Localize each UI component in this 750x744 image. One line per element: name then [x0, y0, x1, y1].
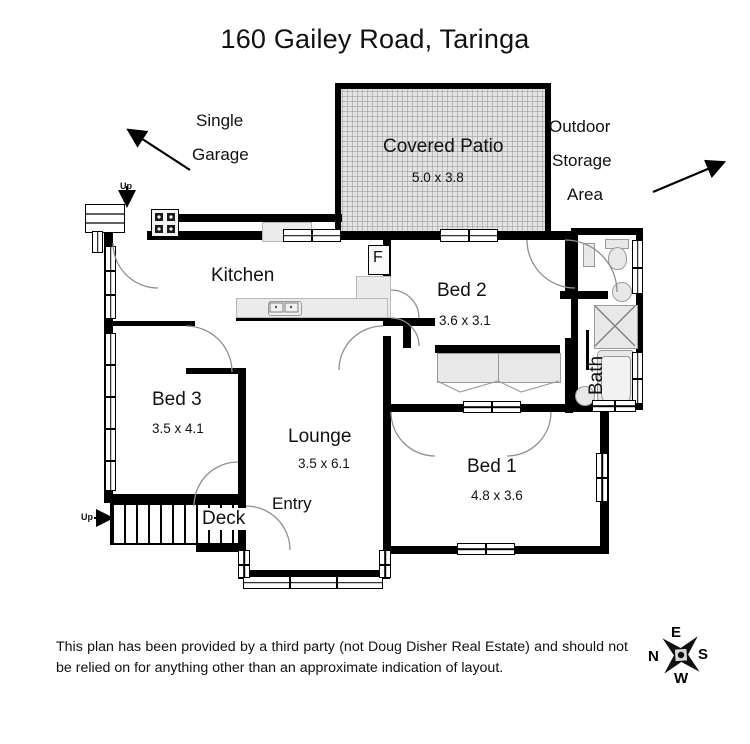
room-dim-bed1: 4.8 x 3.6 [471, 488, 523, 503]
room-label-bed2: Bed 2 [437, 280, 487, 301]
compass-label-n: N [648, 648, 659, 665]
room-dim-covered-patio: 5.0 x 3.8 [412, 170, 464, 185]
covered-patio-area [337, 85, 549, 237]
disclaimer-text: This plan has been provided by a third p… [56, 639, 628, 676]
room-label-deck: Deck [200, 508, 248, 530]
window-lounge-south-mullion-2 [336, 576, 338, 589]
wall-kitchen-bed3-divider [113, 321, 195, 326]
toilet-bowl [608, 247, 627, 270]
patio-wall-right [545, 83, 551, 239]
kitchen-sink [268, 301, 302, 316]
basin-upper [612, 282, 632, 302]
towel-rail [583, 243, 595, 267]
compass-label-w: W [674, 670, 689, 687]
window-west-lower-mullion-4 [105, 460, 116, 462]
window-entry-west [92, 231, 103, 253]
single-garage-label-line2: Garage [192, 145, 249, 164]
window-north-kitchen-mullion [311, 229, 313, 242]
outdoor-storage-arrow [652, 159, 727, 194]
wall-kitchen-bed3-divider-2 [186, 321, 195, 326]
window-west-lower-mullion-3 [105, 428, 116, 430]
outdoor-storage-label-line3: Area [567, 185, 603, 204]
window-north-bed2-mullion [468, 229, 470, 242]
room-label-kitchen: Kitchen [211, 265, 275, 286]
wall-lounge-east-lower [383, 456, 391, 552]
wall-bed3-south [113, 494, 246, 503]
window-bed1-east-mullion [596, 477, 608, 479]
wall-hall-north-stub [560, 291, 608, 299]
wall-bed3-north [186, 368, 246, 374]
bath-label-leader [586, 330, 589, 370]
stairs-up-label-top: Up [120, 181, 132, 191]
window-west-lower [105, 333, 116, 491]
window-lounge-south-mullion-1 [289, 576, 291, 589]
wall-lounge-south [238, 570, 390, 579]
room-label-lounge: Lounge [288, 426, 352, 447]
wall-bath-west-lower [571, 299, 578, 410]
stairs-up-label-deck: Up [81, 512, 93, 522]
entry-label: Entry [272, 494, 312, 513]
window-bed1-south-mullion [485, 543, 487, 555]
patio-wall-left [335, 83, 341, 239]
window-west-upper-mullion-1 [105, 270, 116, 272]
compass-label-e: E [671, 624, 682, 641]
bed2-wardrobe-right [498, 353, 561, 383]
wall-bath-east [636, 228, 643, 410]
patio-hatch [337, 85, 549, 237]
window-bath-east-lower-mullion [632, 378, 643, 380]
wall-bed2-west-stub [403, 326, 411, 348]
window-lounge-south [243, 576, 383, 589]
outdoor-storage-label-line1: Outdoor [549, 117, 611, 136]
room-label-bed1: Bed 1 [467, 456, 517, 477]
room-dim-bed2: 3.6 x 3.1 [439, 313, 491, 328]
bathtub-inner [601, 356, 631, 406]
room-dim-bed3: 3.5 x 4.1 [152, 421, 204, 436]
room-label-bath: Bath [586, 355, 607, 395]
wall-bed2-south-stub [383, 318, 435, 326]
wall-north-kitchen-lower [147, 231, 347, 240]
wall-bed2-south-ward [435, 345, 560, 353]
fridge-label: F [373, 249, 383, 266]
window-lounge-east-jamb-mullion [379, 564, 391, 566]
wall-hall-east [565, 338, 573, 413]
window-bath-south-mullion [614, 400, 616, 412]
window-bath-east-upper-mullion [632, 267, 643, 269]
window-west-upper [105, 246, 116, 319]
stairs-top-left [85, 204, 125, 233]
wall-bed3-east [238, 368, 246, 498]
garage-arrow [126, 128, 191, 171]
wall-bath-north [571, 228, 643, 235]
single-garage-label-line1: Single [196, 111, 244, 130]
window-lounge-west-jamb-mullion [238, 564, 250, 566]
basin-lower [575, 386, 595, 406]
outdoor-storage-label-line2: Storage [552, 151, 612, 170]
window-west-lower-mullion-1 [105, 364, 116, 366]
compass-rose-icon [662, 636, 700, 674]
window-west-lower-mullion-2 [105, 396, 116, 398]
page-title: 160 Gailey Road, Taringa [220, 24, 530, 54]
cooktop [151, 209, 179, 237]
wall-bath-west-upper [571, 228, 578, 292]
room-dim-lounge: 3.5 x 6.1 [298, 456, 350, 471]
shower-tray [594, 305, 638, 349]
bed2-wardrobe-left [437, 353, 500, 383]
compass-rose: E S W N [648, 622, 720, 694]
wall-lounge-east-mid [383, 336, 391, 456]
fridge-box [368, 245, 390, 275]
room-label-covered-patio: Covered Patio [383, 136, 504, 157]
kitchen-bench-run [236, 298, 388, 318]
window-bed1-north-mullion [491, 401, 493, 413]
wall-entry-south [196, 544, 246, 552]
wall-north-kitchen [158, 214, 342, 222]
patio-wall-top [335, 83, 551, 89]
compass-label-s: S [698, 646, 709, 663]
window-west-upper-mullion-2 [105, 294, 116, 296]
room-label-bed3: Bed 3 [152, 389, 202, 410]
